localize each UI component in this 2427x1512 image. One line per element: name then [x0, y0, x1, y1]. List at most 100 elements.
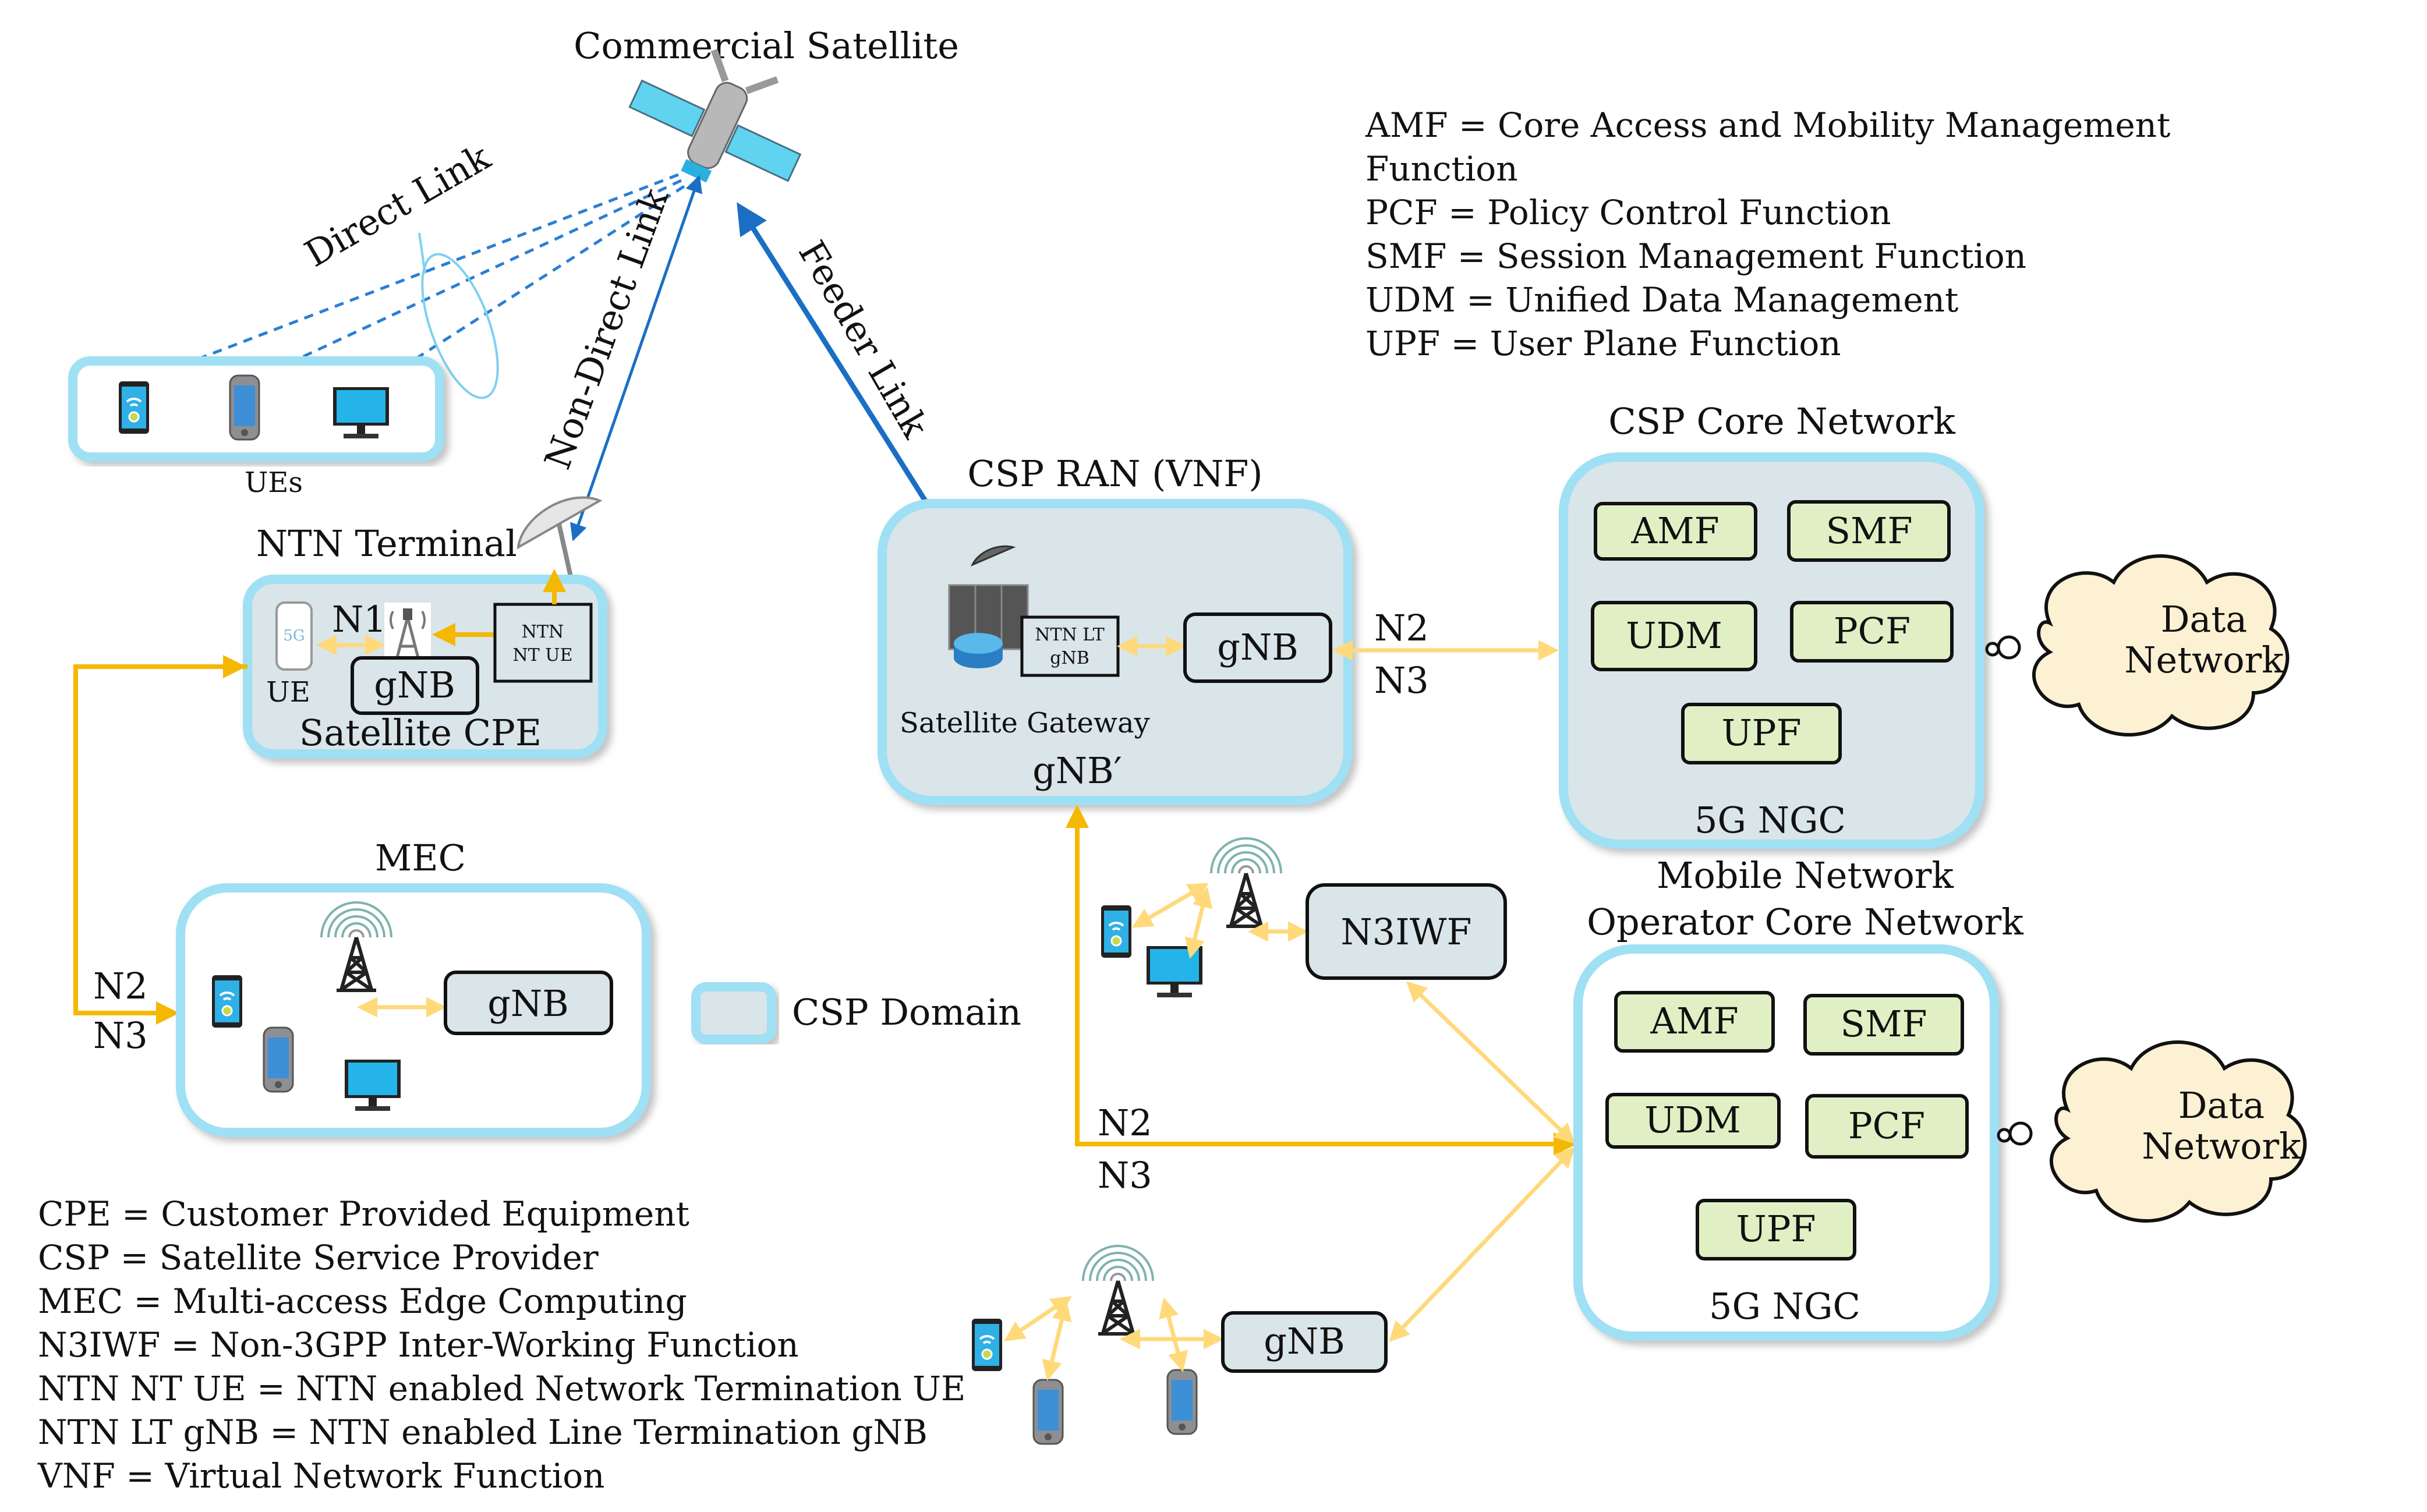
ntn-nt-ue-line2: NT UE	[513, 645, 573, 665]
mec-gnb-box[interactable]	[444, 971, 613, 1035]
mno-data-network-line1: Data	[2178, 1084, 2265, 1127]
abbrev-bottom-item: CPE = Customer Provided Equipment	[38, 1194, 689, 1234]
csp-core-amf[interactable]	[1594, 502, 1757, 561]
n3iwf-tablet-icon	[1100, 904, 1133, 959]
abbrev-top-item: UDM = Unified Data Management	[1365, 280, 1958, 320]
bottom-gnb-to-mno-core-link	[1389, 1146, 1575, 1343]
cpe-ue-label: UE	[266, 676, 310, 709]
csp-core-smf-label: SMF	[1826, 509, 1913, 552]
feeder-link-line	[737, 202, 952, 543]
abbrev-bottom-item: NTN LT gNB = NTN enabled Line Terminatio…	[38, 1412, 928, 1452]
abbrev-bottom-item: N3IWF = Non-3GPP Inter-Working Function	[38, 1325, 799, 1365]
mno-core-udm-label: UDM	[1644, 1099, 1740, 1141]
mec-gnb-label: gNB	[487, 982, 569, 1025]
csp-domain-legend-label: CSP Domain	[792, 991, 1021, 1033]
non-direct-link-line	[570, 175, 702, 541]
ntn-nt-ue-line1: NTN	[522, 622, 564, 642]
csp-core-udm[interactable]	[1591, 601, 1757, 671]
cpe-n1-label: N1	[332, 598, 387, 640]
mno-core-udm[interactable]	[1605, 1093, 1781, 1149]
abbrev-top-item: SMF = Session Management Function	[1365, 236, 2026, 276]
abbreviations-top: AMF = Core Access and Mobility Managemen…	[1365, 105, 2170, 363]
mno-core-amf[interactable]	[1614, 991, 1775, 1053]
bottom-phone-left-tower-link	[1042, 1300, 1072, 1381]
csp-core-footer: 5G NGC	[1694, 799, 1846, 841]
feeder-link-label: Feeder Link	[790, 233, 937, 445]
cloud-bubble-large	[1997, 635, 2021, 660]
bottom-tablet-icon	[971, 1318, 1003, 1372]
cloud-bubble-small	[1985, 642, 2000, 657]
csp-data-network-line1: Data	[2161, 598, 2248, 640]
csp-core-smf[interactable]	[1787, 500, 1951, 562]
abbrev-top-item: UPF = User Plane Function	[1365, 324, 1841, 363]
csp-core-pcf[interactable]	[1790, 601, 1954, 663]
csp-data-network-cloud	[2032, 554, 2290, 737]
bottom-gnb-label: gNB	[1264, 1320, 1345, 1362]
n3iwf-box[interactable]	[1306, 883, 1507, 980]
satellite-gateway-label: Satellite Gateway	[900, 707, 1150, 739]
ran-core-n3-label: N3	[1374, 659, 1429, 702]
n3iwf-to-mno-core-link	[1406, 981, 1576, 1144]
mno-core-title-line1: Mobile Network	[1657, 854, 1954, 897]
csp-data-network-line2: Network	[2124, 639, 2284, 681]
tablet-ue-icon	[118, 380, 150, 435]
cpe-gnb-label: gNB	[374, 664, 455, 706]
n3iwf-label: N3IWF	[1341, 911, 1472, 953]
mno-core-pcf-label: PCF	[1848, 1104, 1925, 1147]
mno-core-smf-label: SMF	[1841, 1003, 1927, 1045]
ntn-terminal-dish-icon	[516, 496, 603, 577]
ntn-lt-gnb-line2: gNB	[1050, 648, 1089, 668]
mno-cloud-bubble-large	[2008, 1121, 2033, 1146]
mno-n3-label: N3	[1098, 1154, 1152, 1196]
csp-core-pcf-label: PCF	[1834, 610, 1911, 652]
n3iwf-monitor-icon	[1147, 946, 1202, 997]
csp-core-title: CSP Core Network	[1608, 400, 1955, 442]
mno-core-upf[interactable]	[1696, 1199, 1856, 1260]
cpe-gnb-box[interactable]	[351, 656, 479, 715]
satellite-label: Commercial Satellite	[574, 24, 959, 67]
abbrev-top-item: Function	[1365, 149, 1518, 189]
mec-tablet-icon	[211, 974, 243, 1029]
mno-core-footer: 5G NGC	[1709, 1285, 1860, 1327]
csp-core-amf-label: AMF	[1630, 509, 1719, 552]
bottom-phone-right-tower-link	[1159, 1297, 1188, 1372]
mno-core-upf-label: UPF	[1736, 1208, 1816, 1250]
abbrev-top-item: AMF = Core Access and Mobility Managemen…	[1365, 105, 2170, 145]
mno-cloud-bubble-small	[1997, 1128, 2012, 1143]
satellite-icon	[628, 48, 802, 183]
csp-core-upf[interactable]	[1681, 703, 1842, 764]
abbrev-bottom-item: VNF = Virtual Network Function	[37, 1456, 605, 1496]
bottom-smartphone-right-icon	[1166, 1369, 1198, 1435]
mno-data-network-cloud	[2049, 1040, 2307, 1223]
ntn-terminal-label: NTN Terminal	[256, 522, 517, 565]
csp-ran-gnb-label: gNB	[1217, 626, 1299, 668]
abbrev-top-item: PCF = Policy Control Function	[1365, 193, 1891, 232]
csp-ran-title: CSP RAN (VNF)	[967, 452, 1262, 495]
mno-data-network-line2: Network	[2142, 1125, 2301, 1167]
csp-core-udm-label: UDM	[1626, 614, 1722, 657]
non-direct-link-label: Non-Direct Link	[536, 183, 677, 475]
satellite-gateway-icon	[948, 545, 1029, 668]
ntn-lt-gnb-line1: NTN LT	[1035, 625, 1105, 645]
ues-group-label: UEs	[245, 466, 303, 499]
direct-link-pointer	[418, 232, 426, 274]
mno-n2-label: N2	[1098, 1102, 1152, 1144]
satellite-cpe-label: Satellite CPE	[299, 711, 542, 754]
mno-core-pcf[interactable]	[1805, 1094, 1969, 1159]
abbreviations-bottom: CPE = Customer Provided Equipment CSP = …	[37, 1194, 965, 1496]
bottom-gnb-box[interactable]	[1221, 1311, 1388, 1373]
ntn-lt-gnb-box	[1020, 615, 1120, 677]
abbrev-bottom-item: CSP = Satellite Service Provider	[38, 1238, 599, 1277]
ran-core-n2-label: N2	[1374, 607, 1429, 649]
mec-n2-label: N2	[93, 965, 148, 1007]
direct-link-bundle-ring	[421, 253, 499, 399]
ntn-nt-ue-box	[493, 603, 593, 683]
mec-smartphone-icon	[263, 1026, 294, 1093]
n3iwf-monitor-tower-link	[1184, 887, 1213, 959]
direct-link-line-3	[364, 185, 685, 392]
csp-ran-gnb-box[interactable]	[1183, 612, 1332, 683]
mno-core-smf[interactable]	[1803, 994, 1964, 1056]
direct-link-line-1	[137, 173, 679, 385]
gnb-prime-label: gNB′	[1032, 749, 1122, 792]
